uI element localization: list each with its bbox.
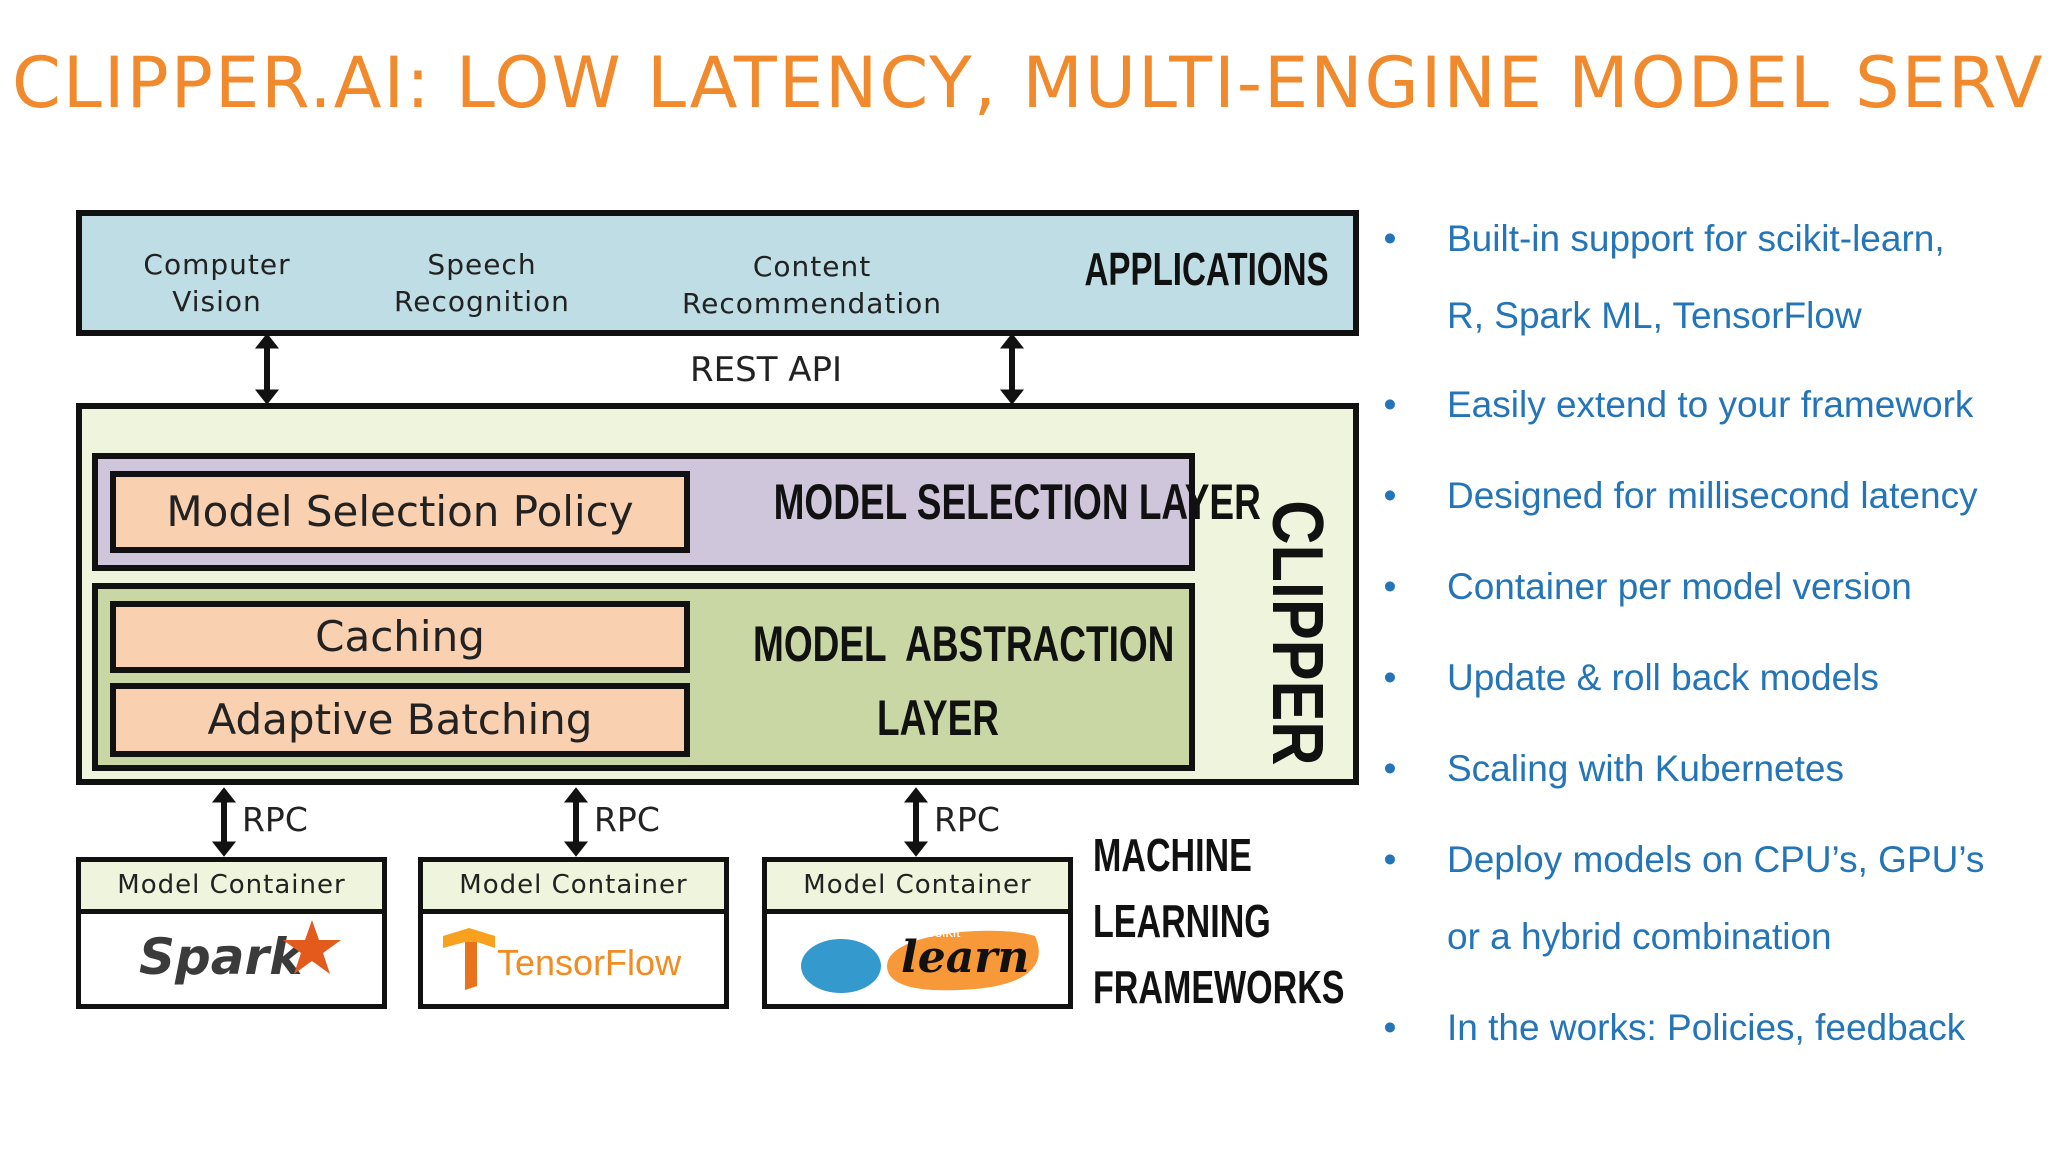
bullet-icon: • [1383,475,1397,516]
bullet-icon: • [1383,384,1397,425]
feature-item: • Built-in support for scikit-learn, R, … [1378,200,2038,354]
bullet-icon: • [1383,748,1397,789]
feature-item: • In the works: Policies, feedback [1378,989,2038,1066]
scikit-learn-logo: scikit learn [767,914,1068,1000]
caching-component: Caching [110,601,690,673]
model-abstraction-layer: Caching Adaptive Batching MODEL ABSTRACT… [92,583,1195,771]
adaptive-batching-component: Adaptive Batching [110,683,690,757]
feature-item: • Update & roll back models [1378,639,2038,716]
feature-list: • Built-in support for scikit-learn, R, … [1378,200,2038,1066]
tensorflow-logo: TensorFlow [423,914,724,1000]
tensorflow-icon [443,928,495,990]
app-computer-vision: Computer Vision [143,248,291,318]
clipper-box: Model Selection Policy MODEL SELECTION L… [76,403,1359,785]
model-container-header: Model Container [81,862,382,914]
model-container-header: Model Container [423,862,724,914]
model-selection-layer-label: MODEL SELECTION LAYER [773,474,1261,530]
bullet-icon: • [1383,839,1397,880]
spark-logo: Spark [81,914,382,1000]
model-selection-policy: Model Selection Policy [110,471,690,553]
rpc-arrow-1 [211,787,237,857]
scikit-learn-icon [801,930,1039,993]
model-container-scikit-learn: Model Container scikit learn [762,857,1073,1009]
applications-box: Computer Vision Speech Recognition Conte… [76,210,1359,336]
bullet-icon: • [1383,218,1397,259]
rpc-arrow-3 [903,787,929,857]
rest-api-label: REST API [690,350,843,390]
rpc-label-1: RPC [242,800,308,839]
rpc-label-3: RPC [934,800,1000,839]
rest-arrow-right [999,333,1025,405]
rpc-label-2: RPC [594,800,660,839]
app-content-recommendation: Content Recommendation [681,250,943,320]
feature-item: • Scaling with Kubernetes [1378,730,2038,807]
bullet-icon: • [1383,1007,1397,1048]
clipper-label: CLIPPER [1257,500,1337,766]
rpc-arrow-2 [563,787,589,857]
model-container-header: Model Container [767,862,1068,914]
model-container-tensorflow: Model Container TensorFlow [418,857,729,1009]
feature-item: • Container per model version [1378,548,2038,625]
feature-item: • Easily extend to your framework [1378,366,2038,443]
rest-arrow-left [254,333,280,405]
model-selection-layer: Model Selection Policy MODEL SELECTION L… [92,453,1261,571]
spark-star-icon [283,920,341,974]
bullet-icon: • [1383,657,1397,698]
applications-label: APPLICATIONS [1084,243,1329,295]
slide-title: CLIPPER.AI: LOW LATENCY, MULTI-ENGINE MO… [12,42,2048,124]
feature-item: • Deploy models on CPU’s, GPU’s or a hyb… [1378,821,2038,975]
app-speech-recognition: Speech Recognition [394,248,570,318]
feature-item: • Designed for millisecond latency [1378,457,2038,534]
model-container-spark: Model Container Spark [76,857,387,1009]
ml-frameworks-label: MACHINE LEARNING FRAMEWORKS [1093,829,1345,1013]
model-abstraction-layer-label: MODEL ABSTRACTION LAYER [753,616,1175,746]
bullet-icon: • [1383,566,1397,607]
